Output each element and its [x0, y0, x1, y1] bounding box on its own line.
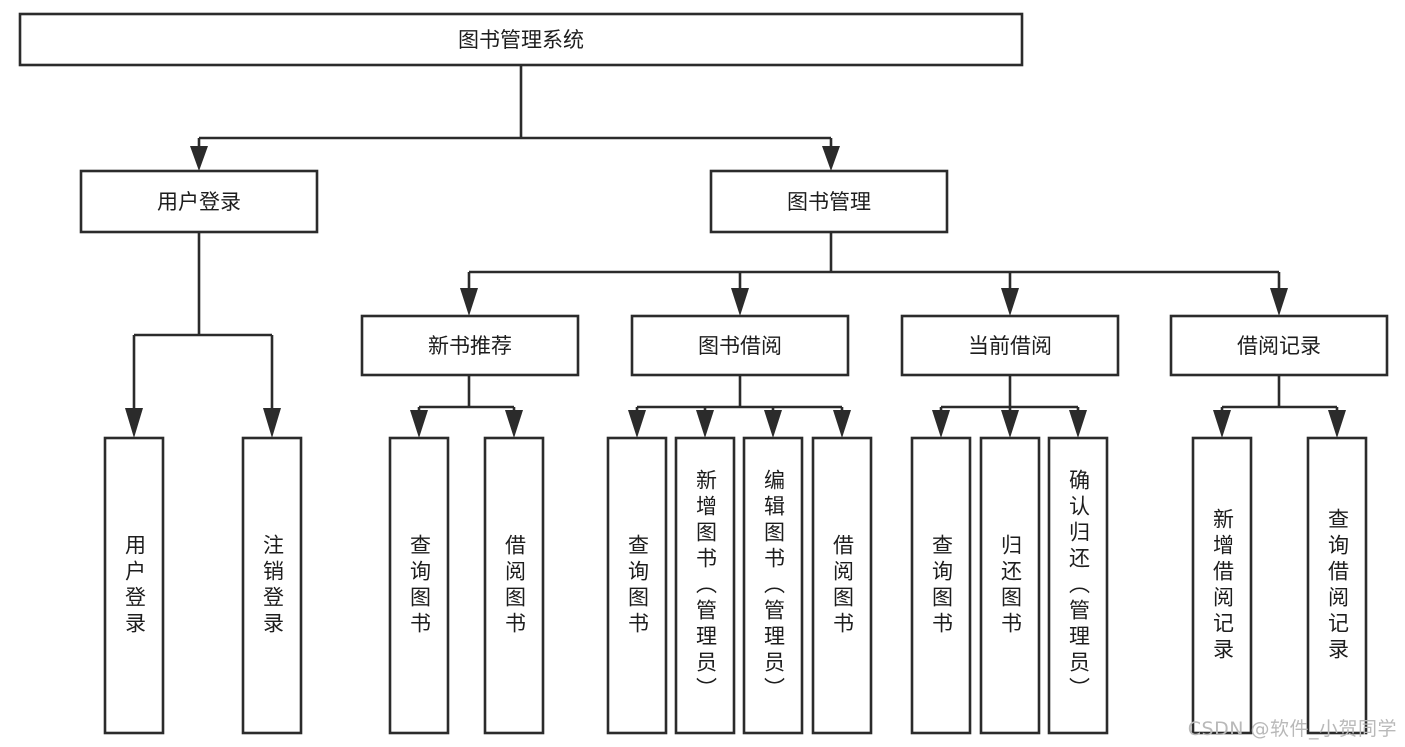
leaf-box-book-borrow-3[interactable] [742, 436, 804, 735]
node-book-borrow-label: 图书借阅 [698, 334, 782, 358]
leaf-box-borrow-record-2[interactable] [1306, 436, 1368, 735]
arrow-head-bookborrow-leaf-1 [628, 410, 646, 438]
arrow-head-currentborrow-leaf-1 [932, 410, 950, 438]
leaf-box-user-login-1[interactable] [103, 436, 165, 735]
node-borrow-record[interactable] [1169, 314, 1389, 377]
node-new-book-recommend[interactable] [360, 314, 580, 377]
arrow-head-newbook-leaf-1 [410, 410, 428, 438]
node-user-login-label: 用户登录 [157, 190, 241, 214]
arrow-head-bookborrow-leaf-4 [833, 410, 851, 438]
node-current-borrow-label: 当前借阅 [968, 334, 1052, 358]
node-new-book-recommend-label: 新书推荐 [428, 334, 512, 358]
arrow-head-current-borrow [1001, 288, 1019, 316]
leaf-box-borrow-record-1[interactable] [1191, 436, 1253, 735]
node-book-borrow[interactable] [630, 314, 850, 377]
arrow-head-borrowrecord-leaf-1 [1213, 410, 1231, 438]
node-user-login[interactable] [79, 169, 319, 234]
arrow-head-leaf-logout [263, 408, 281, 438]
arrow-head-book-borrow [731, 288, 749, 316]
arrow-head-currentborrow-leaf-2 [1001, 410, 1019, 438]
leaf-box-book-borrow-4[interactable] [811, 436, 873, 735]
node-root-label: 图书管理系统 [458, 28, 584, 52]
arrow-head-bookborrow-leaf-3 [764, 410, 782, 438]
leaf-box-current-borrow-3[interactable] [1047, 436, 1109, 735]
node-book-management[interactable] [709, 169, 949, 234]
leaf-box-current-borrow-2[interactable] [979, 436, 1041, 735]
node-current-borrow[interactable] [900, 314, 1120, 377]
arrow-head-borrowrecord-leaf-2 [1328, 410, 1346, 438]
arrow-head-user-login [190, 146, 208, 171]
leaf-box-book-borrow-2[interactable] [674, 436, 736, 735]
arrow-head-leaf-user-login [125, 408, 143, 438]
arrow-head-book-mgmt [822, 146, 840, 171]
connector-group [125, 65, 1346, 438]
leaf-box-book-borrow-1[interactable] [606, 436, 668, 735]
arrow-head-newbook-leaf-2 [505, 410, 523, 438]
arrow-head-new-book [460, 288, 478, 316]
node-root[interactable] [18, 12, 1024, 67]
node-box-group: 图书管理系统 用户登录 图书管理 新书推荐 图书借阅 当前借阅 借阅记录 [18, 12, 1389, 735]
node-borrow-record-label: 借阅记录 [1237, 334, 1321, 358]
arrow-head-bookborrow-leaf-2 [696, 410, 714, 438]
node-book-management-label: 图书管理 [787, 190, 871, 214]
leaf-box-user-login-2[interactable] [241, 436, 303, 735]
arrow-head-borrow-record [1270, 288, 1288, 316]
watermark: CSDN @软件_小贺同学 [1187, 718, 1397, 740]
leaf-box-new-book-1[interactable] [388, 436, 450, 735]
arrow-head-currentborrow-leaf-3 [1069, 410, 1087, 438]
leaf-box-current-borrow-1[interactable] [910, 436, 972, 735]
leaf-box-new-book-2[interactable] [483, 436, 545, 735]
